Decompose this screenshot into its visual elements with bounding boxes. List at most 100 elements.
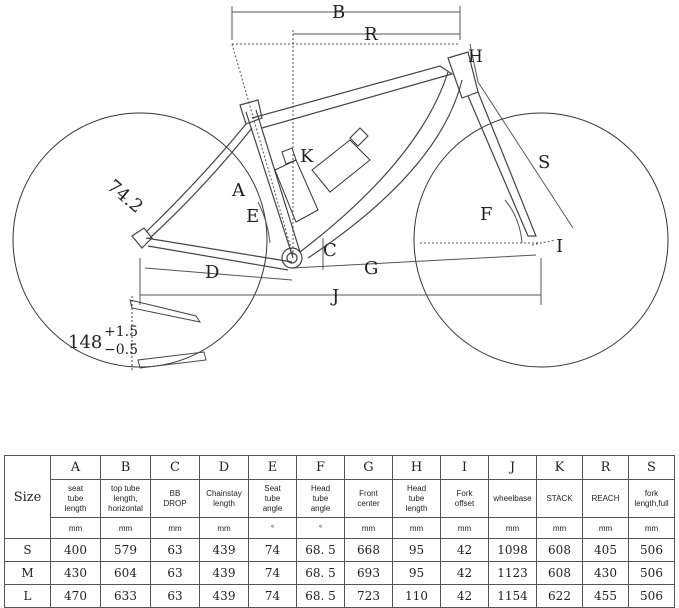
value-cell: 95 — [392, 538, 441, 562]
axle-spacing-minus: −0.5 — [104, 342, 138, 358]
col-unit: mm — [628, 517, 675, 539]
col-letter: I — [440, 455, 489, 480]
value-cell: 68. 5 — [296, 584, 345, 608]
col-unit: mm — [582, 517, 629, 539]
table-row-s: S 400 579 63 439 74 68. 5 668 95 42 1098… — [4, 538, 675, 562]
col-unit: ° — [248, 517, 297, 539]
label-s: S — [538, 152, 550, 173]
value-cell: 1123 — [488, 561, 537, 585]
value-cell: 1154 — [488, 584, 537, 608]
front-wheel — [413, 112, 669, 368]
col-unit: mm — [50, 517, 101, 539]
label-f: F — [480, 204, 493, 225]
value-cell: 63 — [150, 584, 200, 608]
label-a: A — [231, 180, 246, 201]
dimension-lines — [139, 6, 574, 305]
value-cell: 63 — [150, 538, 200, 562]
value-cell: 439 — [199, 538, 249, 562]
value-cell: 608 — [536, 538, 583, 562]
value-cell: 430 — [50, 561, 101, 585]
value-cell: 470 — [50, 584, 101, 608]
value-cell: 400 — [50, 538, 101, 562]
axle-spacing-value: 148 — [68, 332, 102, 353]
value-cell: 506 — [628, 584, 675, 608]
value-cell: 604 — [100, 561, 151, 585]
value-cell: 68. 5 — [296, 538, 345, 562]
size-cell: M — [4, 561, 51, 585]
value-cell: 74 — [248, 584, 297, 608]
label-d: D — [205, 262, 219, 283]
value-cell: 42 — [440, 584, 489, 608]
value-cell: 506 — [628, 561, 675, 585]
col-name: REACH — [582, 479, 629, 518]
value-cell: 622 — [536, 584, 583, 608]
label-r: R — [364, 24, 378, 45]
value-cell: 110 — [392, 584, 441, 608]
label-e: E — [246, 206, 259, 227]
label-k: K — [300, 146, 314, 167]
label-i: I — [556, 236, 563, 257]
col-letter: R — [582, 455, 629, 480]
value-cell: 439 — [199, 561, 249, 585]
value-cell: 579 — [100, 538, 151, 562]
col-letter: G — [344, 455, 393, 480]
label-b: B — [332, 2, 345, 23]
value-cell: 693 — [344, 561, 393, 585]
value-cell: 42 — [440, 561, 489, 585]
col-unit: mm — [440, 517, 489, 539]
value-cell: 42 — [440, 538, 489, 562]
bike-frame — [131, 51, 537, 271]
column-letters-row: Size A B C D E F G H I J K R S — [4, 455, 675, 539]
axle-spacing-plus: +1.5 — [104, 324, 138, 340]
col-name: STACK — [536, 479, 583, 518]
seat-angle-value: 74.2 — [103, 176, 147, 218]
rear-axle-detail — [129, 296, 207, 372]
col-unit: mm — [150, 517, 200, 539]
value-cell: 668 — [344, 538, 393, 562]
col-unit: mm — [536, 517, 583, 539]
col-letter: H — [392, 455, 441, 480]
col-unit: mm — [392, 517, 441, 539]
value-cell: 1098 — [488, 538, 537, 562]
value-cell: 95 — [392, 561, 441, 585]
col-letter: J — [488, 455, 537, 480]
value-cell: 74 — [248, 538, 297, 562]
value-cell: 633 — [100, 584, 151, 608]
col-letter: D — [199, 455, 249, 480]
col-letter: F — [296, 455, 345, 480]
value-cell: 405 — [582, 538, 629, 562]
value-cell: 455 — [582, 584, 629, 608]
size-cell: S — [4, 538, 51, 562]
col-letter: C — [150, 455, 200, 480]
value-cell: 68. 5 — [296, 561, 345, 585]
bike-geometry-diagram: B R H K S A E F C I D G J 74.2 148 +1.5 … — [12, 2, 669, 372]
size-cell: L — [4, 584, 51, 608]
label-c: C — [323, 240, 337, 261]
value-cell: 608 — [536, 561, 583, 585]
col-unit: ° — [296, 517, 345, 539]
value-cell: 723 — [344, 584, 393, 608]
bottle-cages — [274, 127, 371, 223]
col-name: wheelbase — [488, 479, 537, 518]
label-j: J — [330, 286, 339, 307]
col-unit: mm — [199, 517, 249, 539]
label-g: G — [364, 258, 378, 279]
col-letter: E — [248, 455, 297, 480]
value-cell: 506 — [628, 538, 675, 562]
col-letter: K — [536, 455, 583, 480]
col-unit: mm — [344, 517, 393, 539]
col-letter: A — [50, 455, 101, 480]
column-units-row: mm mm mm mm ° ° mm mm mm mm mm mm mm — [5, 517, 675, 539]
col-letter: S — [628, 455, 675, 480]
rear-wheel — [12, 112, 268, 368]
col-unit: mm — [100, 517, 151, 539]
